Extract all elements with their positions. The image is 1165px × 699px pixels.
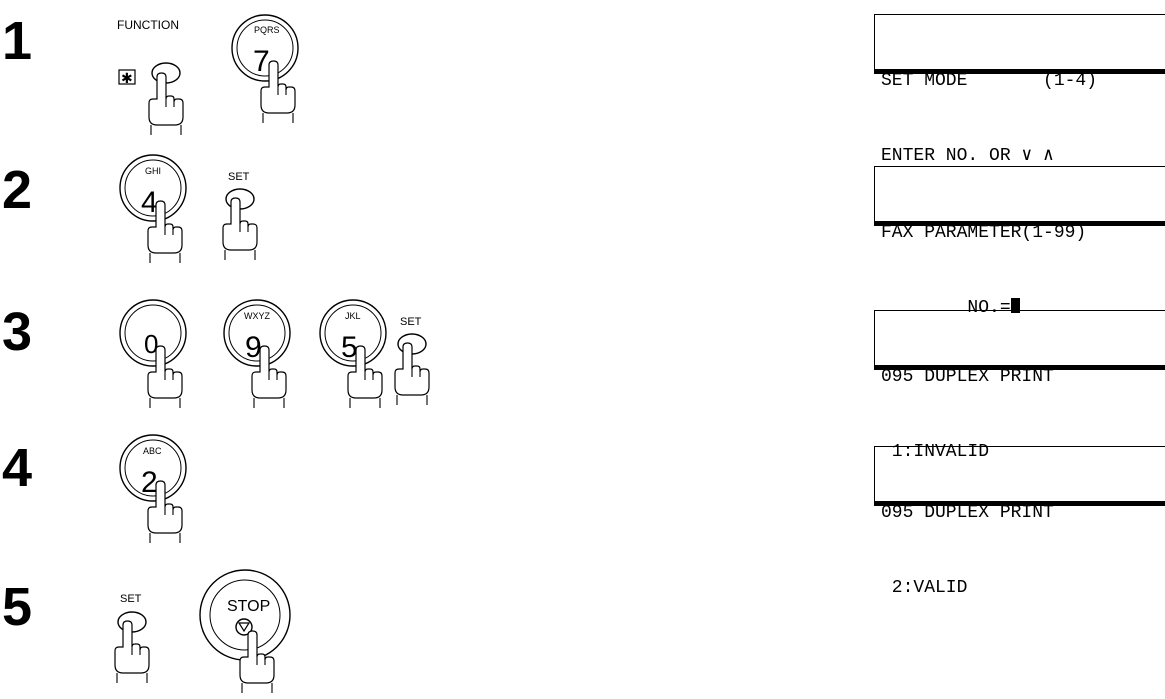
set-button[interactable]: SET [388,295,468,410]
set-label: SET [120,593,142,605]
pointing-hand-icon [394,342,430,406]
lcd-display-1: SET MODE (1-4) ENTER NO. OR ∨ ∧ [874,14,1165,166]
lcd-display-2: FAX PARAMETER(1-99) NO.= [874,166,1165,318]
key-0-digit: 0 [144,329,158,359]
key-2-letters: ABC [143,446,162,456]
stop-label: STOP [227,598,270,615]
key-4-letters: GHI [145,166,161,176]
step-number-3: 3 [2,302,33,362]
function-label: FUNCTION [117,18,179,32]
set-label: SET [400,316,422,328]
asterisk-icon: ✱ [121,70,133,86]
key-2-digit: 2 [141,466,158,499]
key-7-letters: PQRS [254,25,280,35]
lcd-line-1: FAX PARAMETER(1-99) [881,223,1087,243]
lcd-line-2: ENTER NO. OR ∨ ∧ [881,146,1054,166]
key-9-letters: WXYZ [244,311,271,321]
stop-button[interactable]: STOP [190,565,310,695]
key-5-button[interactable]: JKL 5 [308,295,418,410]
key-7-button[interactable]: PQRS 7 [220,5,330,124]
lcd-line-1: 095 DUPLEX PRINT [881,367,1054,387]
key-2-button[interactable]: ABC 2 [108,430,218,545]
pointing-hand-icon [114,620,150,684]
set-button[interactable]: SET [218,150,298,265]
step-number-5: 5 [2,577,33,637]
set-button[interactable]: SET [110,578,190,693]
lcd-line-1: 095 DUPLEX PRINT [881,503,1054,523]
key-4-button[interactable]: GHI 4 [108,150,218,265]
step-number-1: 1 [2,11,33,71]
pointing-hand-icon [222,197,258,261]
function-button[interactable]: FUNCTION ✱ [115,5,215,136]
key-0-button[interactable]: 0 [108,295,218,410]
key-9-button[interactable]: WXYZ 9 [212,295,322,410]
lcd-display-3: 095 DUPLEX PRINT 1:INVALID [874,310,1165,462]
step-number-2: 2 [2,160,33,220]
lcd-line-2: 1:INVALID [881,442,990,462]
lcd-line-2: 2:VALID [881,578,968,598]
key-7-digit: 7 [253,45,270,78]
set-label: SET [228,171,250,183]
cursor-block-icon [1010,298,1020,313]
lcd-line-2-wrapper: NO.= [881,296,1165,321]
stop-icon [235,618,253,636]
key-4-digit: 4 [141,186,158,219]
step-number-4: 4 [2,438,33,498]
key-5-digit: 5 [341,331,358,364]
key-5-letters: JKL [345,311,361,321]
lcd-line-1: SET MODE (1-4) [881,71,1098,91]
key-9-digit: 9 [245,331,262,364]
pointing-hand-icon [148,72,184,136]
lcd-display-4: 095 DUPLEX PRINT 2:VALID [874,446,1165,598]
lcd-line-2: NO.= [881,298,1011,318]
